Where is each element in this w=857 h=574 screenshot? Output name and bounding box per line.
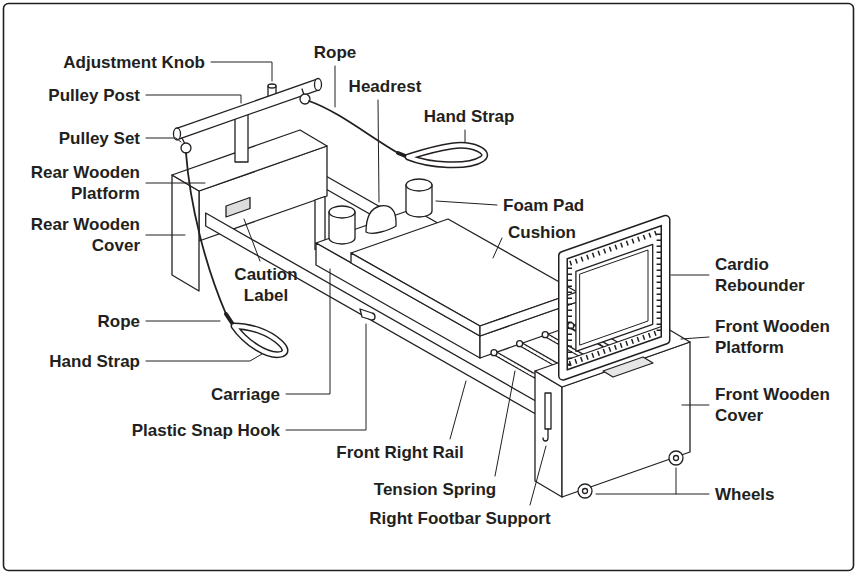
leader-line [436, 201, 497, 205]
leader-line [146, 183, 205, 184]
wheel-hub [674, 456, 679, 461]
rope [309, 101, 398, 153]
spring-end [542, 332, 548, 338]
hand-strap-fill [234, 326, 285, 355]
part-label: Hand Strap [49, 351, 140, 372]
part-label: Front Wooden Platform [715, 316, 850, 358]
part-label: Rope [314, 42, 357, 63]
leader-line [596, 494, 676, 495]
leader-line [146, 321, 220, 322]
rebounder-frame-outline [563, 220, 666, 376]
leader-line [450, 381, 466, 439]
leader-line [378, 100, 379, 202]
spring-end [517, 341, 523, 347]
part-label: Foam Pad [503, 195, 584, 216]
spring-outline [494, 353, 541, 380]
leader-line [493, 238, 502, 258]
footbar-hook [543, 429, 548, 441]
pulley-bar-fill [177, 85, 318, 135]
rebounder-frame-fill [563, 220, 666, 376]
part-label: Adjustment Knob [63, 52, 205, 73]
part-label: Wheels [715, 484, 775, 505]
part-label: Cushion [508, 222, 576, 243]
rear-wooden-cover [172, 175, 199, 291]
caution-label-plate [226, 198, 250, 218]
footbar-support [545, 393, 551, 429]
adjustment-knob-top [268, 84, 276, 88]
part-label: Front Right Rail [336, 442, 463, 463]
rear-wooden-platform [172, 130, 327, 191]
leader-line [286, 324, 366, 430]
part-label: Cardio Rebounder [715, 254, 815, 296]
leader-line [671, 275, 709, 276]
foam-pad-top [406, 179, 432, 191]
leader-line [335, 66, 336, 107]
part-label: Hand Strap [424, 106, 515, 127]
leader-line [146, 235, 185, 236]
part-label: Carriage [211, 384, 280, 405]
leader-line [146, 354, 262, 361]
spring-end [491, 350, 497, 356]
foam-pad-top [329, 206, 355, 218]
spring-fill [494, 353, 541, 380]
cushion-side [351, 253, 480, 336]
rebounder-mat [576, 244, 653, 351]
leader-line [465, 130, 466, 142]
part-label: Caution Label [226, 264, 306, 306]
snap-hook [360, 309, 375, 320]
hand-strap-outline [408, 145, 485, 164]
part-label: Tension Spring [374, 479, 496, 500]
part-label: Rear Wooden Cover [10, 214, 140, 256]
near-rail [206, 213, 541, 417]
wheel [669, 451, 683, 465]
part-label: Rear Wooden Platform [10, 162, 140, 204]
leader-line [495, 371, 515, 476]
rebounder-mat-inner [580, 250, 648, 345]
leader-line [244, 219, 260, 261]
leader-line [681, 337, 709, 339]
part-label: Pulley Set [59, 128, 140, 149]
pulley-bar-end [315, 79, 322, 91]
leader-line [146, 95, 241, 103]
leader-line [682, 405, 709, 406]
part-label: Pulley Post [48, 85, 140, 106]
headrest [366, 206, 396, 234]
frame-border [4, 4, 854, 571]
rebounder-bungee [570, 232, 660, 364]
front-box-side [535, 371, 562, 497]
hand-strap-outline [234, 326, 285, 355]
leader-line [676, 468, 709, 494]
hand-strap-fill [408, 145, 485, 164]
part-label: Headrest [349, 76, 422, 97]
leader-line [530, 446, 546, 505]
leader-line [146, 138, 181, 142]
pulley-bar-outline [177, 85, 318, 135]
part-label: Plastic Snap Hook [132, 420, 280, 441]
wheel [578, 484, 592, 498]
part-label: Front Wooden Cover [715, 384, 850, 426]
wheel-hub [583, 489, 588, 494]
part-label: Rope [98, 311, 141, 332]
part-label: Right Footbar Support [369, 508, 550, 529]
pulley-wheel [181, 143, 191, 153]
pulley-wheel [300, 94, 310, 104]
leader-line [286, 269, 330, 394]
leader-line [211, 62, 272, 81]
